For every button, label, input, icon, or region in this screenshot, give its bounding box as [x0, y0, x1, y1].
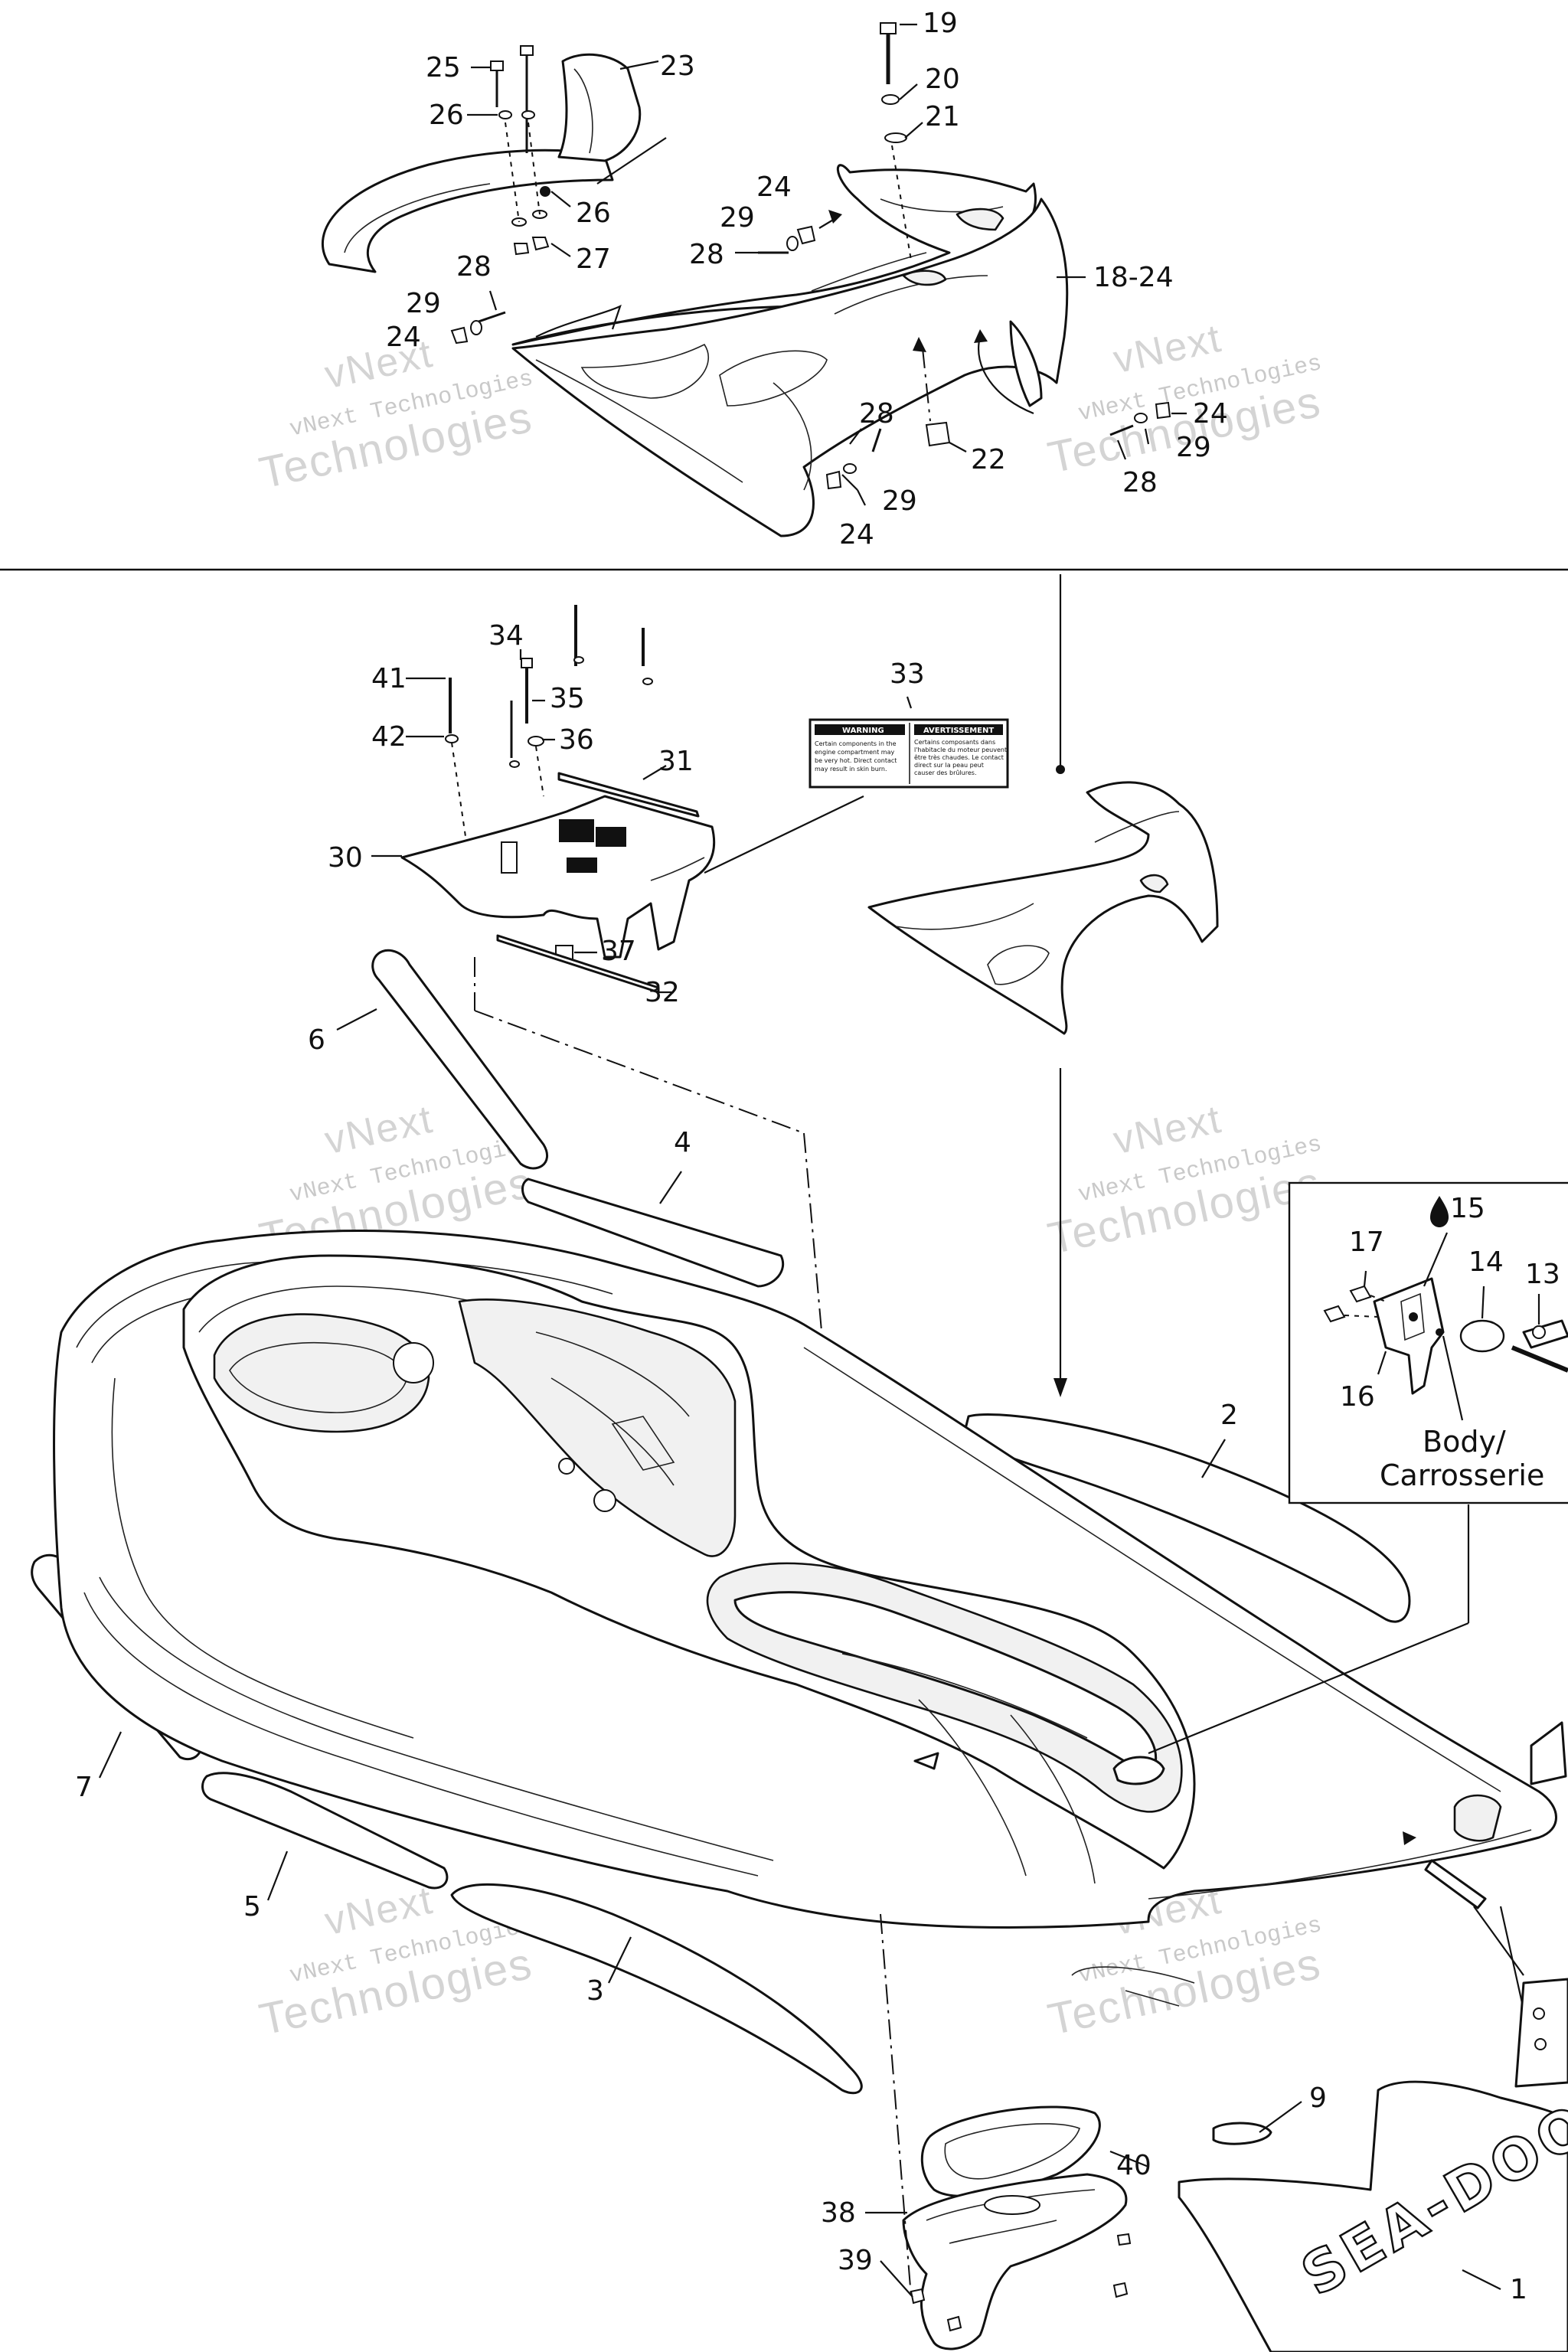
middle-section: WARNING AVERTISSEMENT Certain components…: [328, 574, 1219, 1693]
callout-28: 28: [859, 398, 894, 430]
callout-1: 1: [1510, 2274, 1527, 2305]
pad-9: [1212, 2122, 1272, 2145]
callout-17: 17: [1349, 1227, 1384, 1258]
callout-26: 26: [429, 100, 464, 131]
decal-text-en: Certain components in the: [815, 740, 897, 747]
storage-cover: [213, 1313, 430, 1433]
decal-text-fr: Certains composants dans: [914, 739, 995, 746]
callout-2: 2: [1220, 1400, 1238, 1431]
decal-warning-fr: AVERTISSEMENT: [923, 727, 994, 735]
callout-39: 39: [838, 2245, 873, 2276]
grate-40: [920, 2105, 1101, 2197]
callout-26: 26: [576, 198, 611, 229]
callout-15: 15: [1450, 1193, 1485, 1224]
callout-41: 41: [371, 663, 407, 694]
callout-28: 28: [689, 239, 724, 270]
watermark-text: vNext: [321, 1878, 437, 1944]
callout-24: 24: [756, 172, 792, 203]
inset-body-label: Body/: [1423, 1425, 1506, 1459]
callout-32: 32: [645, 977, 680, 1008]
callout-29: 29: [1176, 432, 1211, 463]
callout-34: 34: [488, 620, 524, 652]
callout-3: 3: [586, 1975, 604, 2007]
callout-22: 22: [971, 444, 1006, 475]
callout-25: 25: [426, 52, 461, 83]
decal-text-fr: direct sur la peau peut: [914, 762, 984, 769]
callout-9: 9: [1309, 2082, 1327, 2114]
watermark-text: vNext: [1109, 316, 1226, 382]
callout-31: 31: [658, 746, 694, 777]
callout-27: 27: [576, 243, 611, 275]
callout-16: 16: [1340, 1381, 1375, 1413]
decal-warning-en: WARNING: [842, 727, 884, 735]
callout-37: 37: [601, 936, 636, 967]
callout-33: 33: [890, 658, 925, 690]
mat-1: [1178, 2080, 1568, 2352]
decal-text-fr: causer des brûlures.: [914, 769, 976, 776]
callout-29: 29: [882, 485, 917, 517]
callout-14: 14: [1468, 1246, 1504, 1278]
decal-text-en: may result in skin burn.: [815, 766, 887, 773]
inset-body-label: Carrosserie: [1380, 1459, 1544, 1492]
mat-2: [963, 1413, 1411, 1623]
decal-text-fr: être très chaudes. Le contact: [914, 753, 1004, 761]
rear-body-assembled: [867, 781, 1219, 1035]
callout-21: 21: [925, 101, 960, 132]
decal-text-fr: l'habitacle du moteur peuvent: [914, 746, 1007, 753]
callout-30: 30: [328, 842, 363, 874]
callout-18-24: 18-24: [1093, 262, 1174, 293]
mat-6: [371, 949, 549, 1170]
grab-handle-part: [557, 53, 642, 162]
callout-5: 5: [243, 1891, 261, 1922]
callout-19: 19: [923, 8, 958, 39]
callout-40: 40: [1116, 2150, 1152, 2181]
mat-4: [521, 1178, 785, 1288]
callout-4: 4: [674, 1127, 691, 1158]
callout-38: 38: [821, 2197, 856, 2229]
callout-42: 42: [371, 721, 407, 753]
callout-20: 20: [925, 64, 960, 95]
callout-24: 24: [839, 519, 874, 550]
callout-23: 23: [660, 51, 695, 82]
callout-13: 13: [1525, 1259, 1560, 1290]
callout-28: 28: [1122, 467, 1158, 498]
warning-decal-33: WARNING AVERTISSEMENT Certain components…: [808, 718, 1009, 789]
callout-24: 24: [386, 322, 421, 353]
mat-5: [201, 1772, 449, 1890]
callout-29: 29: [720, 202, 755, 234]
decal-text-en: be very hot. Direct contact: [815, 757, 897, 764]
access-panel-30: [400, 795, 716, 959]
callout-36: 36: [559, 724, 594, 756]
console-base: [458, 1298, 737, 1557]
callout-29: 29: [406, 288, 441, 319]
mat-3: [450, 1883, 863, 2095]
decal-text-en: engine compartment may: [815, 749, 894, 756]
callout-28: 28: [456, 251, 492, 283]
callout-24: 24: [1193, 398, 1228, 430]
callout-6: 6: [308, 1024, 325, 1056]
callout-7: 7: [75, 1772, 93, 1803]
watermark-text: vNext: [1109, 1097, 1226, 1163]
glue-drop-icon: [1430, 1196, 1449, 1227]
callout-35: 35: [550, 683, 585, 714]
hull-section: SEA-DOO 6 4 2 7: [31, 949, 1568, 2352]
watermark-text: vNext: [321, 1097, 437, 1163]
top-section: 25 26 23 26 27 19 20 21 24 29 28 18-24 2…: [321, 8, 1228, 550]
detail-inset: 15 17 14 13 16 Body/ Carrosserie: [1288, 1181, 1568, 1504]
